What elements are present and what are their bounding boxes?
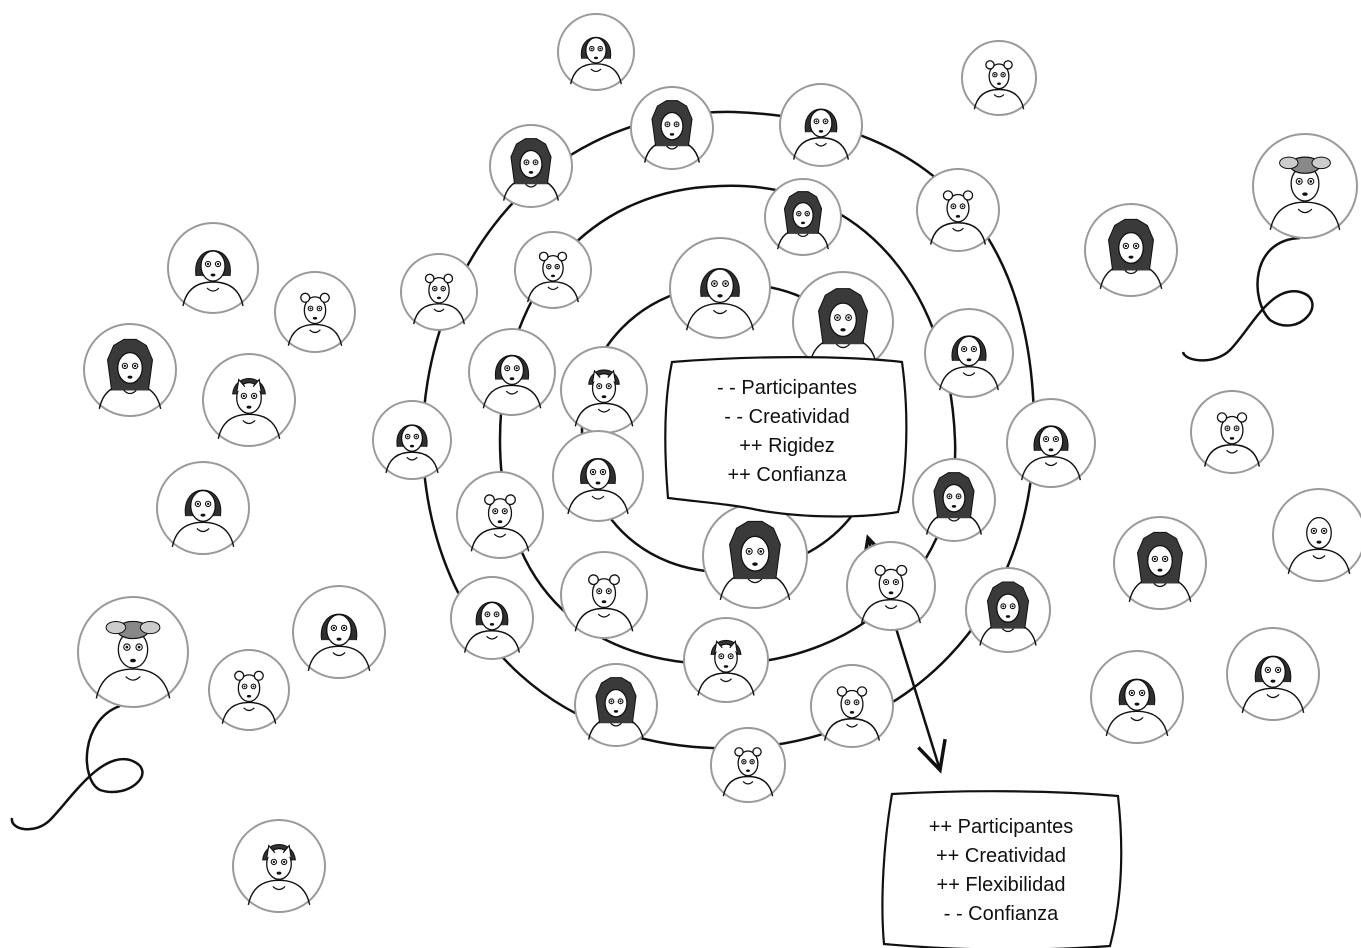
avatar-bald-mask: [292, 585, 386, 679]
outer-circle-label: ++ Participantes ++ Creatividad ++ Flexi…: [896, 813, 1106, 929]
avatar-hedgehog-mask: [965, 567, 1051, 653]
avatar-bald-mask: [1090, 650, 1184, 744]
inner-label-line: ++ Confianza: [727, 464, 847, 486]
avatar-bee-mask: [77, 596, 189, 708]
avatar-cat-mask: [232, 819, 326, 913]
squiggle-left: [10, 704, 144, 831]
avatar-bald-mask: [156, 461, 250, 555]
avatar-bald-mask: [924, 308, 1014, 398]
avatar-bald-mask: [372, 400, 452, 480]
inner-label-line: - - Creatividad: [724, 406, 850, 428]
avatar-panda-mask: [916, 168, 1000, 252]
avatar-hedgehog-mask: [1113, 516, 1207, 610]
avatar-hedgehog-mask: [83, 323, 177, 417]
avatar-bald-mask: [1006, 398, 1096, 488]
avatar-hedgehog-mask: [574, 663, 658, 747]
inner-circle-label: - - Participantes - - Creatividad ++ Rig…: [676, 374, 898, 490]
squiggle-right: [1181, 236, 1314, 362]
avatar-hedgehog-mask: [792, 271, 894, 373]
avatar-group: [77, 13, 1361, 913]
avatar-panda-mask: [456, 471, 544, 559]
outer-label-box-shape: [881, 790, 1123, 948]
avatar-panda-mask: [208, 649, 290, 731]
avatar-bald-mask: [557, 13, 635, 91]
avatar-panda-mask: [846, 541, 936, 631]
avatar-hedgehog-mask: [1084, 203, 1178, 297]
avatar-plain: [1272, 488, 1361, 582]
avatar-panda-mask: [400, 253, 478, 331]
avatar-hedgehog-mask: [630, 86, 714, 170]
avatar-panda-mask: [961, 40, 1037, 116]
avatar-bald-mask: [779, 83, 863, 167]
outer-label-line: ++ Creatividad: [935, 845, 1067, 867]
avatar-panda-mask: [274, 271, 356, 353]
avatar-panda-mask: [810, 664, 894, 748]
avatar-panda-mask: [514, 231, 592, 309]
avatar-panda-mask: [560, 551, 648, 639]
avatar-hedgehog-mask: [764, 178, 842, 256]
outer-label-line: ++ Flexibilidad: [936, 874, 1066, 896]
avatar-bald-mask: [450, 576, 534, 660]
avatar-bald-mask: [167, 222, 259, 314]
inner-label-line: ++ Rigidez: [739, 435, 835, 457]
avatar-panda-mask: [710, 727, 786, 803]
avatar-hedgehog-mask: [702, 503, 808, 609]
avatar-hedgehog-mask: [489, 124, 573, 208]
avatar-panda-mask: [1190, 390, 1274, 474]
avatar-cat-mask: [202, 353, 296, 447]
avatar-bald-mask: [1226, 627, 1320, 721]
avatar-bald-mask: [552, 430, 644, 522]
outer-label-line: - - Confianza: [943, 903, 1059, 925]
inner-label-box-shape: [664, 356, 908, 518]
avatar-bald-mask: [468, 328, 556, 416]
avatar-cat-mask: [560, 346, 648, 434]
avatar-bald-mask: [669, 237, 771, 339]
outer-label-line: ++ Participantes: [928, 816, 1074, 838]
avatar-hedgehog-mask: [912, 458, 996, 542]
inner-label-line: - - Participantes: [716, 377, 858, 399]
avatar-bee-mask: [1252, 133, 1358, 239]
avatar-cat-mask: [683, 617, 769, 703]
